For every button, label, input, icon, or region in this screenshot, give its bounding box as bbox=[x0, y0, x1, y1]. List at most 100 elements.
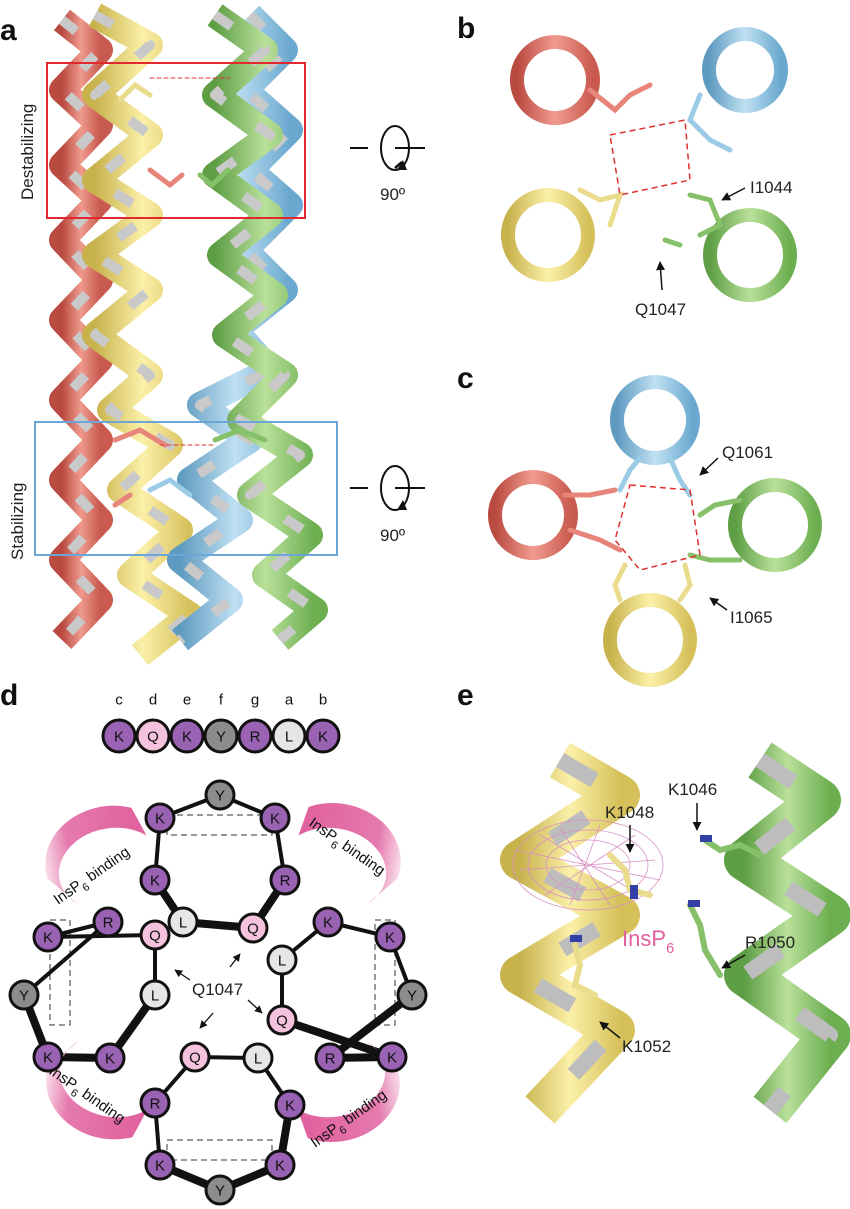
wheel-residue-bottom bbox=[139, 1087, 171, 1119]
panel-b-label: b bbox=[457, 12, 475, 45]
wheel-residue-letter: L bbox=[254, 1051, 262, 1068]
insp6-crescents bbox=[45, 803, 401, 1143]
wheel-residue-top bbox=[144, 802, 176, 834]
rotation-label-bottom: 90º bbox=[380, 526, 405, 545]
center-arrows bbox=[174, 953, 263, 1029]
residue-label-I1065: I1065 bbox=[730, 608, 773, 627]
wheel-residue-letter: Q bbox=[276, 1013, 288, 1030]
helix-yellow-topview-c bbox=[603, 593, 697, 687]
heptad-residue-6 bbox=[305, 718, 341, 754]
wheel-residue-bottom bbox=[242, 1042, 274, 1074]
wheel-residue-left bbox=[94, 1042, 126, 1074]
heptad-residue-1 bbox=[135, 718, 171, 754]
heptad-residue-4 bbox=[237, 718, 273, 754]
wheel-residue-letter: K bbox=[385, 930, 395, 947]
heptad-residue-letter: K bbox=[114, 729, 124, 746]
residue-label-K1046: K1046 bbox=[668, 780, 717, 799]
heptad-residue-0 bbox=[101, 718, 137, 754]
helix-yellow bbox=[82, 3, 203, 666]
helix-green-side bbox=[724, 742, 850, 1124]
residue-label-R1050: R1050 bbox=[745, 933, 795, 952]
dashed-bottom bbox=[166, 1139, 273, 1161]
ligand-label-InsP6: InsP6 bbox=[622, 926, 674, 957]
stabilizing-label: Stabilizing bbox=[8, 483, 27, 561]
wheel-bond-right bbox=[326, 991, 416, 1062]
wheel-residue-right bbox=[266, 1004, 298, 1036]
wheel-residue-letter: K bbox=[155, 1158, 165, 1175]
helix-green bbox=[202, 4, 328, 650]
wheel-residue-left bbox=[92, 906, 124, 938]
panel-d-label: d bbox=[0, 679, 18, 712]
wheel-residue-letter: K bbox=[275, 1158, 285, 1175]
wheel-residue-letter: K bbox=[105, 1051, 115, 1068]
wheel-residue-letter: K bbox=[43, 1050, 53, 1067]
helix-green-topview-c bbox=[728, 478, 822, 572]
wheel-residue-top bbox=[259, 802, 291, 834]
panel-a-label: a bbox=[0, 14, 17, 47]
residue-label-I1044: I1044 bbox=[750, 178, 793, 197]
helix-yellow-side bbox=[500, 742, 640, 1124]
panel-e-label: e bbox=[457, 679, 474, 712]
heptad-residue-3 bbox=[203, 718, 239, 754]
wheel-residue-letter: Q bbox=[189, 1050, 201, 1067]
heptad-residue-letter: R bbox=[250, 729, 261, 746]
panel-e: e K1048 K1046 bbox=[457, 679, 850, 1124]
heptad-position-a: a bbox=[285, 692, 294, 709]
wheel-residue-letter: K bbox=[285, 1098, 295, 1115]
panel-c: c Q1061 I1065 bbox=[457, 362, 822, 687]
heptad-residue-2 bbox=[169, 718, 205, 754]
heptad-residue-letter: K bbox=[182, 729, 192, 746]
wheel-residue-letter: Y bbox=[215, 788, 225, 805]
wheel-residue-letter: Y bbox=[407, 988, 417, 1005]
stabilizing-sidechains bbox=[112, 427, 268, 508]
wheel-bond-right bbox=[278, 1016, 396, 1061]
helix-red bbox=[49, 9, 113, 649]
center-label-Q1047: Q1047 bbox=[192, 980, 243, 999]
dashed-right bbox=[374, 919, 396, 1026]
dashed-top bbox=[166, 814, 273, 836]
insp6-density-mesh bbox=[512, 819, 664, 911]
wheel-residue-top bbox=[139, 864, 171, 896]
wheel-residue-letter: Y bbox=[215, 1183, 225, 1200]
wheel-residue-right bbox=[266, 944, 298, 976]
wheel-residue-letter: R bbox=[150, 1096, 161, 1113]
wheel-residue-top bbox=[167, 906, 199, 938]
wheel-residue-letter: K bbox=[43, 930, 53, 947]
wheel-residue-right bbox=[376, 1041, 408, 1073]
hbond-square-b bbox=[609, 119, 691, 196]
wheel-residue-letter: K bbox=[155, 811, 165, 828]
wheel-residue-letter: K bbox=[150, 873, 160, 890]
hbond-network-c bbox=[614, 484, 701, 571]
wheel-residue-letter: L bbox=[179, 915, 187, 932]
heptad-residue-letter: Q bbox=[147, 729, 159, 746]
destabilizing-box bbox=[46, 62, 306, 219]
helix-yellow-topview bbox=[501, 188, 595, 282]
helix-green-topview bbox=[703, 208, 797, 302]
wheel-residue-bottom bbox=[204, 1174, 236, 1206]
heptad-position-f: f bbox=[219, 692, 224, 709]
wheel-residue-left bbox=[32, 921, 64, 953]
wheel-residue-right bbox=[396, 979, 428, 1011]
heptad-residue-letter: L bbox=[285, 729, 293, 746]
wheel-residue-letter: Q bbox=[247, 921, 259, 938]
wheel-residue-letter: K bbox=[323, 915, 333, 932]
rotation-label-top: 90º bbox=[380, 185, 405, 204]
wheel-residue-bottom bbox=[274, 1089, 306, 1121]
wheel-residue-left bbox=[32, 1041, 64, 1073]
wheel-residue-letter: Q bbox=[149, 928, 161, 945]
wheel-residue-letter: L bbox=[278, 953, 286, 970]
panel-b: b I1044 Q1047 bbox=[457, 12, 797, 319]
wheel-residue-right bbox=[312, 906, 344, 938]
wheel-residue-left bbox=[139, 979, 171, 1011]
residue-label-Q1047: Q1047 bbox=[635, 300, 686, 319]
wheel-residue-bottom bbox=[179, 1041, 211, 1073]
residue-label-Q1061: Q1061 bbox=[722, 443, 773, 462]
wheel-residue-letter: K bbox=[387, 1050, 397, 1067]
residue-label-K1048: K1048 bbox=[605, 803, 654, 822]
panel-a: a bbox=[0, 3, 425, 666]
residue-label-K1052: K1052 bbox=[622, 1037, 671, 1056]
heptad-position-e: e bbox=[183, 692, 191, 709]
wheel-residue-left bbox=[139, 919, 171, 951]
heptad-position-g: g bbox=[251, 692, 259, 709]
